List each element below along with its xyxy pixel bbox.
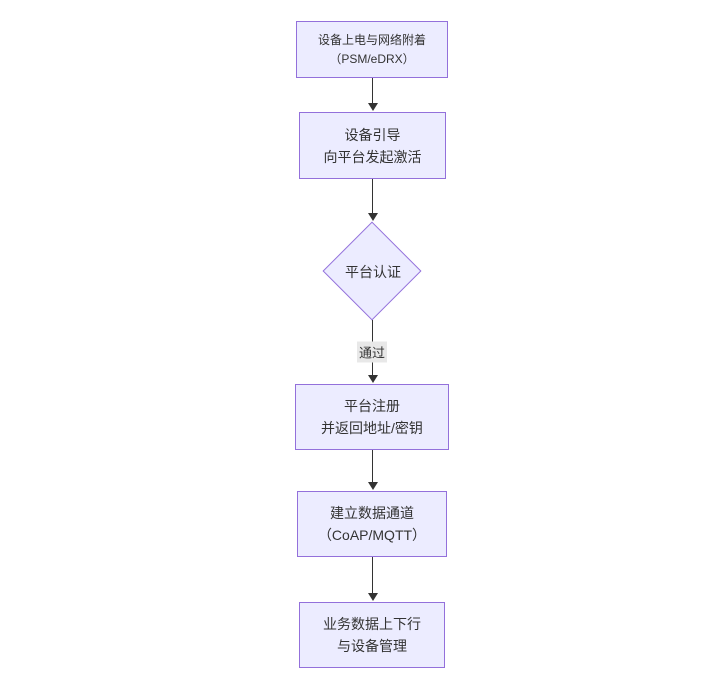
node-platform-register: 平台注册 并返回地址/密钥 (295, 384, 449, 450)
arrowhead-down-icon (368, 593, 378, 601)
node-label-line: 设备引导 (344, 126, 401, 143)
node-platform-auth: 平台认证 (345, 263, 401, 280)
edge-line (372, 78, 373, 104)
arrowhead-down-icon (368, 213, 378, 221)
node-label-line: 并返回地址/密钥 (321, 420, 423, 436)
node-label-line: 平台注册 (344, 398, 400, 414)
arrowhead-down-icon (368, 103, 378, 111)
node-business-data: 业务数据上下行 与设备管理 (299, 602, 445, 668)
node-label-line: 向平台发起激活 (323, 148, 422, 165)
node-label-line: 业务数据上下行 (323, 616, 421, 632)
node-device-bootstrap: 设备引导 向平台发起激活 (299, 112, 446, 179)
arrowhead-down-icon (368, 375, 378, 383)
edge-line (372, 179, 373, 214)
node-power-network-attach: 设备上电与网络附着 （PSM/eDRX） (296, 21, 448, 78)
node-label-line: （PSM/eDRX） (329, 51, 415, 66)
node-label-line: 设备上电与网络附着 (317, 32, 426, 47)
node-label-line: （CoAP/MQTT） (317, 527, 427, 543)
node-label-line: 与设备管理 (337, 638, 407, 654)
edge-line (372, 450, 373, 483)
edge-label-pass: 通过 (356, 341, 388, 363)
node-label-line: 建立数据通道 (330, 505, 414, 521)
edge-line (372, 557, 373, 594)
node-data-channel: 建立数据通道 （CoAP/MQTT） (297, 491, 447, 557)
arrowhead-down-icon (368, 482, 378, 490)
